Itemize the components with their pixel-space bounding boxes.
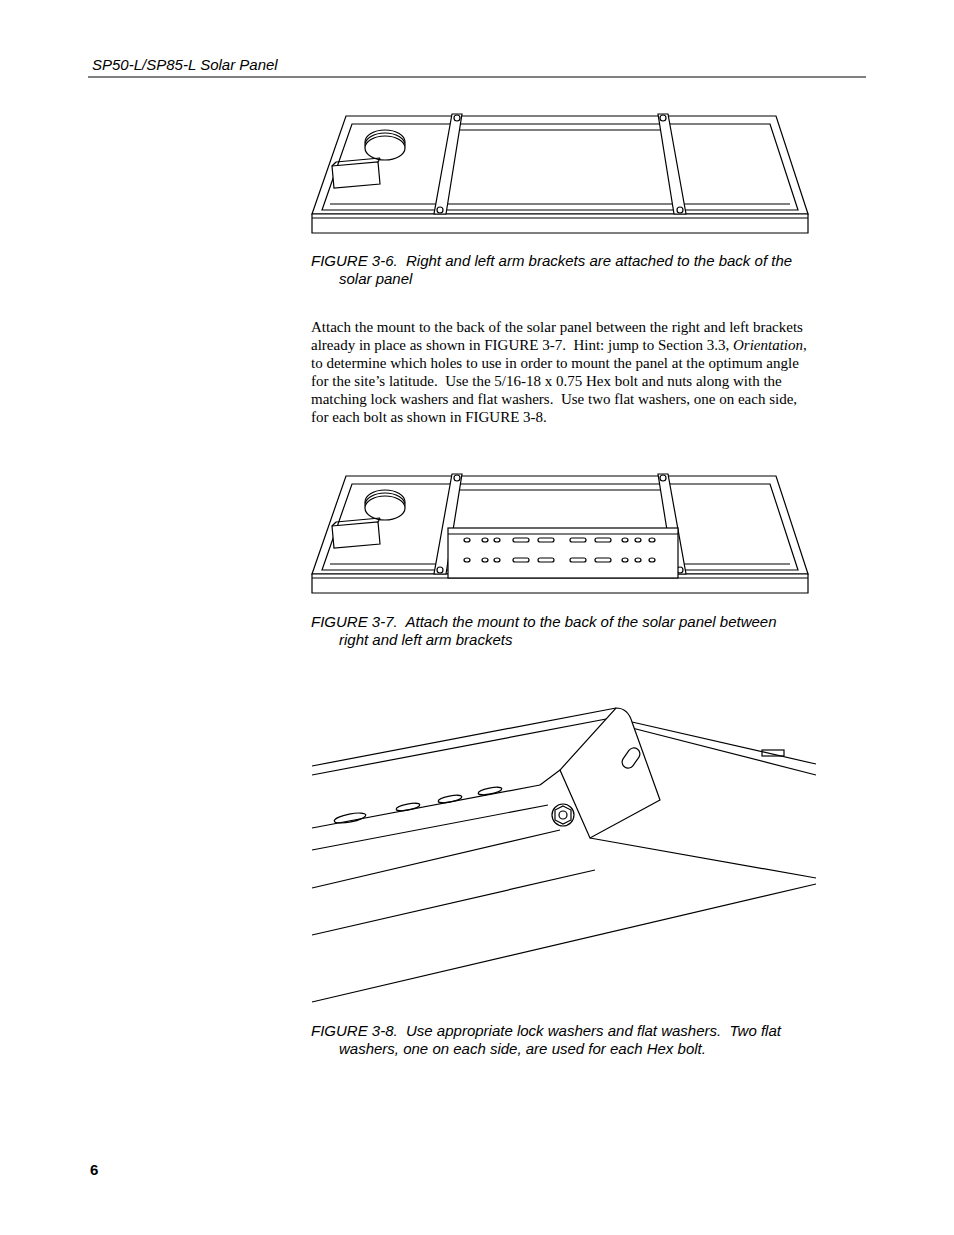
page-number: 6 xyxy=(90,1161,98,1178)
solar-panel-with-mount xyxy=(312,474,808,593)
body-text: Attach the mount to the back of the sola… xyxy=(311,319,807,353)
figure-caption: FIGURE 3-7. Attach the mount to the back… xyxy=(311,613,807,649)
figure-caption: FIGURE 3-8. Use appropriate lock washers… xyxy=(311,1022,807,1058)
header-rule xyxy=(88,77,866,78)
body-paragraph: Attach the mount to the back of the sola… xyxy=(311,318,811,426)
figure-caption: FIGURE 3-6. Right and left arm brackets … xyxy=(311,252,807,288)
section-reference: Orientation xyxy=(733,337,803,353)
solar-panel-back xyxy=(312,114,808,233)
running-header: SP50-L/SP85-L Solar Panel xyxy=(92,56,278,73)
bracket-detail xyxy=(312,708,816,1002)
